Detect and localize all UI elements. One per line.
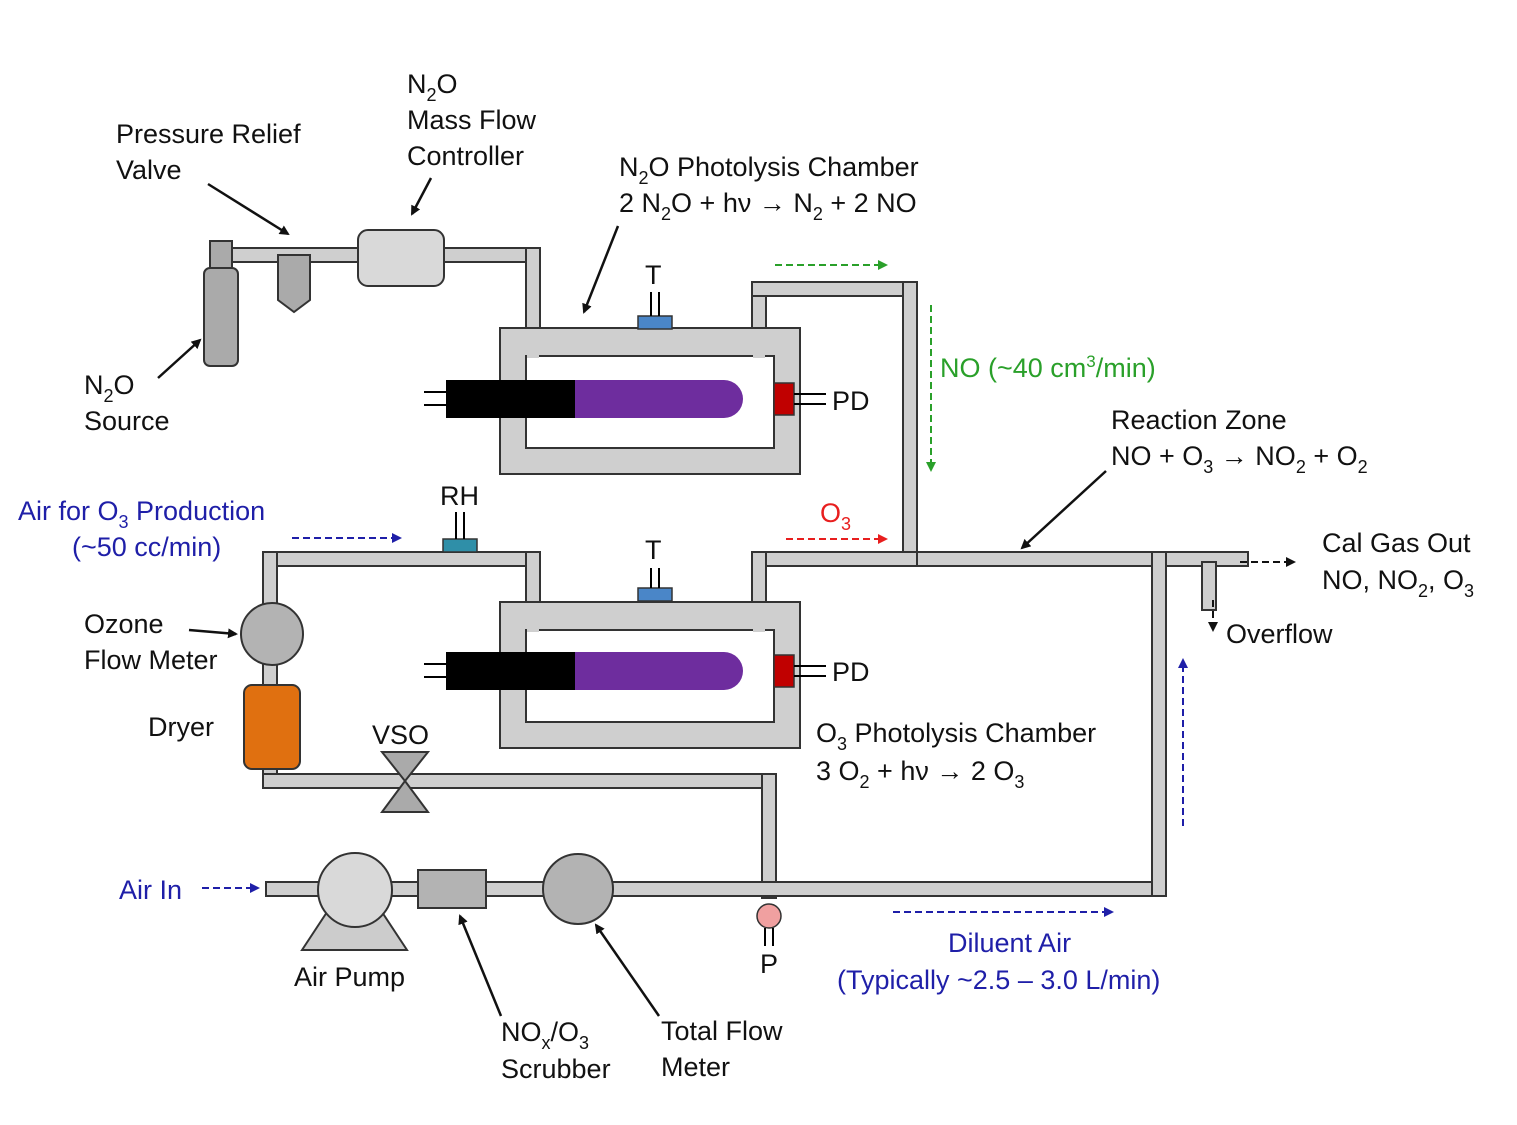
diluent-air-rate-label: (Typically ~2.5 – 3.0 L/min) — [837, 965, 1160, 995]
dryer-icon — [243, 684, 301, 770]
n2o-source-label-line2: Source — [84, 406, 170, 436]
n2o-chamber-title: N2O Photolysis Chamber — [619, 152, 919, 188]
main-air-pipe — [265, 881, 1167, 897]
mfc-label-line3: Controller — [407, 141, 524, 171]
n2o-cylinder-icon — [203, 240, 239, 367]
temperature-sensor-bottom — [637, 587, 673, 602]
total-flow-meter-label-line2: Meter — [661, 1052, 730, 1082]
uv-lamp-base-2 — [446, 652, 576, 690]
t-label-top: T — [645, 260, 662, 290]
pressure-sensor-icon — [756, 903, 782, 946]
air-o3-label: Air for O3 Production — [18, 496, 265, 532]
scrubber-label: NOx/O3 — [501, 1017, 589, 1053]
vso-valve-icon — [379, 751, 431, 813]
ozone-flow-meter-label-line1: Ozone — [84, 609, 164, 639]
n2o-photolysis-chamber — [424, 292, 826, 475]
vso-label: VSO — [372, 720, 429, 750]
vso-riser-pipe — [761, 773, 777, 899]
prv-label-line1: Pressure Relief — [116, 119, 301, 149]
rh-label: RH — [440, 481, 479, 511]
pd-label-bottom: PD — [832, 657, 870, 687]
o3-photolysis-chamber — [424, 568, 826, 749]
air-o3-rate-label: (~50 cc/min) — [72, 532, 221, 562]
ozone-flow-meter-icon — [240, 602, 304, 666]
vso-line-pipe — [262, 773, 777, 789]
mfc-label-formula: N2O — [407, 69, 458, 105]
no-flow-label: NO (~40 cm3/min) — [940, 352, 1156, 383]
n2o-source-label-formula: N2O — [84, 370, 135, 406]
flow-arrows — [202, 260, 1296, 917]
uv-lamp-base — [446, 380, 576, 418]
total-flow-meter-icon — [542, 853, 614, 925]
pd-label-top: PD — [832, 386, 870, 416]
no-transfer-down-pipe — [902, 281, 918, 555]
o3-chamber-equation: 3 O2 + hν → 2 O3 — [816, 756, 1024, 792]
reaction-zone-label: Reaction Zone — [1111, 405, 1287, 435]
overflow-label: Overflow — [1226, 619, 1333, 649]
temperature-sensor-top — [637, 315, 673, 330]
photodiode-top — [773, 382, 795, 416]
air-pump-label: Air Pump — [294, 962, 405, 992]
mfc-label-line2: Mass Flow — [407, 105, 537, 135]
uv-lamp-tube — [575, 380, 743, 418]
mass-flow-controller-icon — [357, 229, 445, 287]
pointer-arrows — [157, 177, 1107, 1017]
o3-outlet-pipe — [751, 551, 918, 567]
scrubber-icon — [417, 869, 487, 909]
reaction-zone-equation: NO + O3 → NO2 + O2 — [1111, 441, 1368, 477]
cal-gas-species-label: NO, NO2, O3 — [1322, 565, 1474, 601]
no-transfer-top-pipe — [751, 281, 918, 297]
o3-air-top-pipe — [262, 551, 541, 567]
air-in-label: Air In — [119, 875, 182, 905]
o3-flow-label: O3 — [820, 498, 851, 534]
scrubber-label-line2: Scrubber — [501, 1054, 611, 1084]
n2o-chamber-equation: 2 N2O + hν → N2 + 2 NO — [619, 188, 917, 224]
total-flow-meter-label-line1: Total Flow — [661, 1016, 783, 1046]
rh-sensor — [442, 512, 478, 553]
uv-lamp-tube-2 — [575, 652, 743, 690]
o3-chamber-title: O3 Photolysis Chamber — [816, 718, 1096, 754]
photodiode-bottom — [773, 654, 795, 688]
t-label-bottom: T — [645, 535, 662, 565]
pressure-label: P — [760, 949, 778, 979]
ozone-flow-meter-label-line2: Flow Meter — [84, 645, 218, 675]
diluent-riser-pipe — [1151, 551, 1167, 897]
diluent-air-label: Diluent Air — [948, 928, 1071, 958]
overflow-pipe — [1201, 561, 1217, 611]
prv-label-line2: Valve — [116, 155, 182, 185]
air-pump-icon — [300, 852, 409, 951]
dryer-label: Dryer — [148, 712, 214, 742]
pressure-relief-valve-icon — [277, 254, 311, 314]
reaction-zone-pipe — [902, 551, 1249, 567]
cal-gas-out-label: Cal Gas Out — [1322, 528, 1471, 558]
